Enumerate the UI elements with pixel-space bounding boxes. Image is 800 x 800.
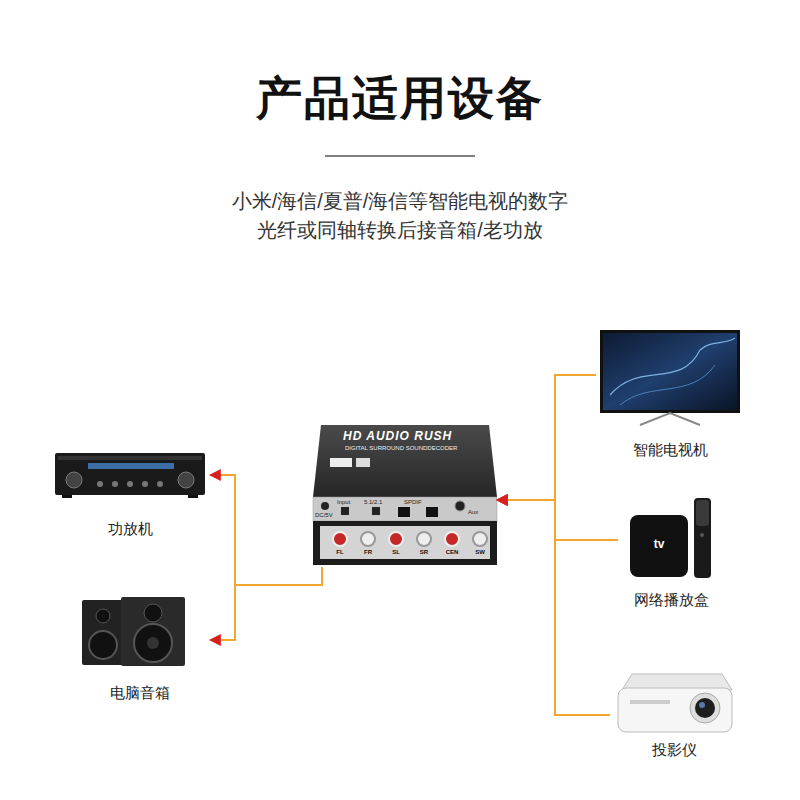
amplifier-figure bbox=[55, 453, 205, 498]
tv-node: 智能电视机 bbox=[596, 328, 744, 461]
amplifier-node: 功放机 bbox=[50, 450, 210, 540]
title-rule bbox=[325, 155, 475, 157]
subtitle: 小米/海信/夏普/海信等智能电视的数字 光纤或同轴转换后接音箱/老功放 bbox=[210, 187, 590, 245]
port-name: Aux bbox=[468, 509, 478, 516]
device-subtitle: DIGITAL SURROUND SOUNDDECODER bbox=[345, 445, 457, 452]
signal-line bbox=[497, 375, 596, 500]
channel-name: CEN bbox=[446, 549, 459, 556]
port-name: Input bbox=[337, 499, 350, 506]
node-caption: 投影仪 bbox=[652, 741, 697, 759]
page-title: 产品适用设备 bbox=[0, 68, 800, 130]
projector-figure bbox=[618, 674, 732, 732]
speaker-node: 电脑音箱 bbox=[70, 596, 210, 704]
tv-figure bbox=[600, 330, 740, 425]
signal-line bbox=[210, 475, 322, 585]
node-caption: 网络播放盒 bbox=[634, 591, 709, 609]
signal-line bbox=[497, 500, 618, 540]
signal-line bbox=[210, 567, 322, 640]
set-top-box-figure bbox=[630, 498, 711, 578]
node-caption: 功放机 bbox=[108, 520, 153, 538]
channel-name: FL bbox=[336, 549, 343, 556]
brand-mark: tv bbox=[654, 538, 665, 552]
port-name: DC/5V bbox=[315, 512, 333, 519]
projector-node: 投影仪 bbox=[610, 664, 738, 761]
channel-name: SW bbox=[475, 549, 485, 556]
channel-name: SR bbox=[420, 549, 428, 556]
channel-name: FR bbox=[364, 549, 372, 556]
node-caption: 智能电视机 bbox=[633, 441, 708, 459]
channel-name: SL bbox=[392, 549, 400, 556]
node-caption: 电脑音箱 bbox=[110, 684, 170, 702]
speaker-figure bbox=[82, 597, 185, 666]
port-name: SPDIF bbox=[404, 499, 422, 506]
signal-line bbox=[497, 500, 610, 715]
set-top-box-node: 网络播放盒 bbox=[618, 494, 724, 611]
decoder-figure bbox=[313, 425, 497, 565]
switch-name: 5.1/2.1 bbox=[364, 499, 382, 506]
node-caption: HD AUDIO RUSH bbox=[343, 429, 452, 443]
